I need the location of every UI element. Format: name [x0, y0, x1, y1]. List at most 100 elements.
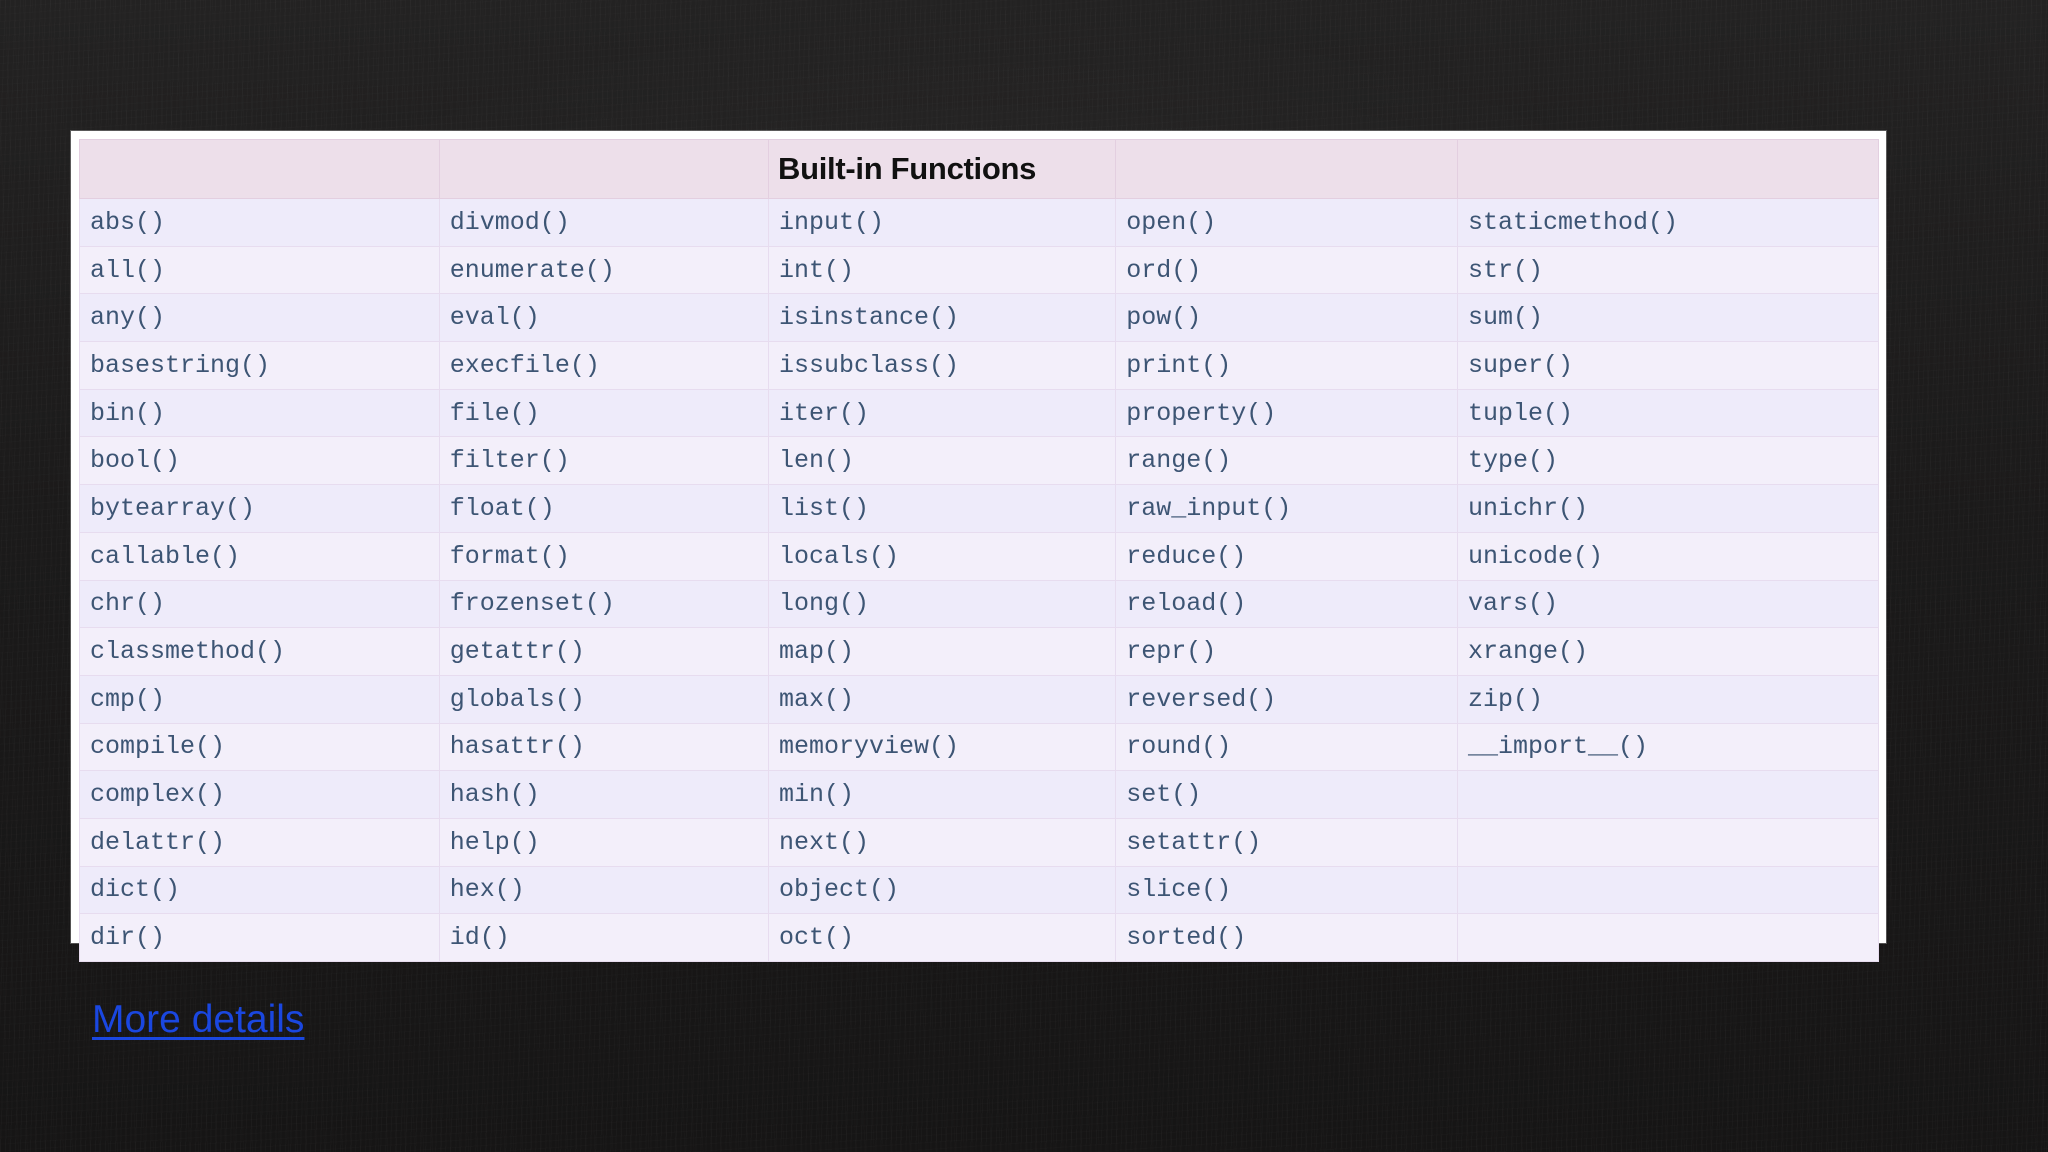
table-row: abs()divmod()input()open()staticmethod()	[79, 198, 1879, 247]
header-cell-2	[438, 139, 770, 199]
function-cell: setattr()	[1115, 817, 1458, 867]
function-cell: hasattr()	[438, 722, 770, 772]
table-row: delattr()help()next()setattr()	[79, 817, 1879, 867]
function-cell: any()	[79, 293, 440, 343]
function-cell: bool()	[79, 436, 440, 486]
function-cell: int()	[767, 245, 1117, 295]
empty-cell	[1457, 913, 1879, 962]
function-cell: help()	[438, 817, 770, 867]
function-cell: unichr()	[1457, 484, 1879, 533]
function-cell: globals()	[438, 674, 770, 724]
function-cell: type()	[1457, 436, 1879, 486]
function-cell: frozenset()	[438, 579, 770, 629]
table-row: dict()hex()object()slice()	[79, 865, 1879, 915]
more-details-link[interactable]: More details	[92, 998, 305, 1041]
builtin-functions-table-frame: Built-in Functions abs()divmod()input()o…	[71, 131, 1886, 962]
function-cell: reload()	[1115, 579, 1458, 629]
builtin-functions-table: Built-in Functions abs()divmod()input()o…	[79, 139, 1879, 962]
table-row: complex()hash()min()set()	[79, 770, 1879, 819]
function-cell: basestring()	[79, 341, 440, 390]
function-cell: float()	[438, 484, 770, 533]
function-cell: str()	[1457, 245, 1879, 295]
function-cell: getattr()	[438, 627, 770, 676]
function-cell: map()	[767, 627, 1117, 676]
function-cell: long()	[767, 579, 1117, 629]
table-row: compile()hasattr()memoryview()round()__i…	[79, 722, 1879, 772]
function-cell: callable()	[79, 531, 440, 581]
function-cell: zip()	[1457, 674, 1879, 724]
table-row: all()enumerate()int()ord()str()	[79, 245, 1879, 295]
header-cell-4	[1115, 139, 1458, 199]
function-cell: pow()	[1115, 293, 1458, 343]
function-cell: classmethod()	[79, 627, 440, 676]
table-row: basestring()execfile()issubclass()print(…	[79, 341, 1879, 390]
function-cell: len()	[767, 436, 1117, 486]
table-header: Built-in Functions	[79, 139, 1879, 199]
function-cell: execfile()	[438, 341, 770, 390]
function-cell: property()	[1115, 388, 1458, 438]
function-cell: enumerate()	[438, 245, 770, 295]
empty-cell	[1457, 817, 1879, 867]
function-cell: min()	[767, 770, 1117, 819]
function-cell: ord()	[1115, 245, 1458, 295]
table-row: callable()format()locals()reduce()unicod…	[79, 531, 1879, 581]
function-cell: complex()	[79, 770, 440, 819]
function-cell: dir()	[79, 913, 440, 962]
header-cell-1	[79, 139, 440, 199]
function-cell: slice()	[1115, 865, 1458, 915]
function-cell: locals()	[767, 531, 1117, 581]
function-cell: eval()	[438, 293, 770, 343]
function-cell: iter()	[767, 388, 1117, 438]
function-cell: filter()	[438, 436, 770, 486]
table-body: abs()divmod()input()open()staticmethod()…	[79, 198, 1879, 962]
function-cell: round()	[1115, 722, 1458, 772]
header-row: Built-in Functions	[79, 139, 1879, 199]
table-row: bool()filter()len()range()type()	[79, 436, 1879, 486]
function-cell: oct()	[767, 913, 1117, 962]
function-cell: range()	[1115, 436, 1458, 486]
function-cell: chr()	[79, 579, 440, 629]
table-row: classmethod()getattr()map()repr()xrange(…	[79, 627, 1879, 676]
table-row: chr()frozenset()long()reload()vars()	[79, 579, 1879, 629]
function-cell: sorted()	[1115, 913, 1458, 962]
function-cell: super()	[1457, 341, 1879, 390]
function-cell: bin()	[79, 388, 440, 438]
function-cell: next()	[767, 817, 1117, 867]
function-cell: issubclass()	[767, 341, 1117, 390]
function-cell: print()	[1115, 341, 1458, 390]
function-cell: raw_input()	[1115, 484, 1458, 533]
function-cell: vars()	[1457, 579, 1879, 629]
table-row: bytearray()float()list()raw_input()unich…	[79, 484, 1879, 533]
function-cell: max()	[767, 674, 1117, 724]
table-row: any()eval()isinstance()pow()sum()	[79, 293, 1879, 343]
function-cell: id()	[438, 913, 770, 962]
table-title: Built-in Functions	[767, 139, 1117, 199]
empty-cell	[1457, 865, 1879, 915]
table-row: cmp()globals()max()reversed()zip()	[79, 674, 1879, 724]
function-cell: open()	[1115, 198, 1458, 247]
function-cell: unicode()	[1457, 531, 1879, 581]
function-cell: all()	[79, 245, 440, 295]
function-cell: xrange()	[1457, 627, 1879, 676]
function-cell: reduce()	[1115, 531, 1458, 581]
function-cell: list()	[767, 484, 1117, 533]
function-cell: memoryview()	[767, 722, 1117, 772]
function-cell: divmod()	[438, 198, 770, 247]
function-cell: sum()	[1457, 293, 1879, 343]
function-cell: isinstance()	[767, 293, 1117, 343]
function-cell: set()	[1115, 770, 1458, 819]
function-cell: reversed()	[1115, 674, 1458, 724]
function-cell: abs()	[79, 198, 440, 247]
function-cell: format()	[438, 531, 770, 581]
function-cell: bytearray()	[79, 484, 440, 533]
header-cell-5	[1457, 139, 1879, 199]
empty-cell	[1457, 770, 1879, 819]
function-cell: compile()	[79, 722, 440, 772]
function-cell: hex()	[438, 865, 770, 915]
function-cell: dict()	[79, 865, 440, 915]
function-cell: cmp()	[79, 674, 440, 724]
function-cell: delattr()	[79, 817, 440, 867]
function-cell: repr()	[1115, 627, 1458, 676]
function-cell: hash()	[438, 770, 770, 819]
function-cell: staticmethod()	[1457, 198, 1879, 247]
